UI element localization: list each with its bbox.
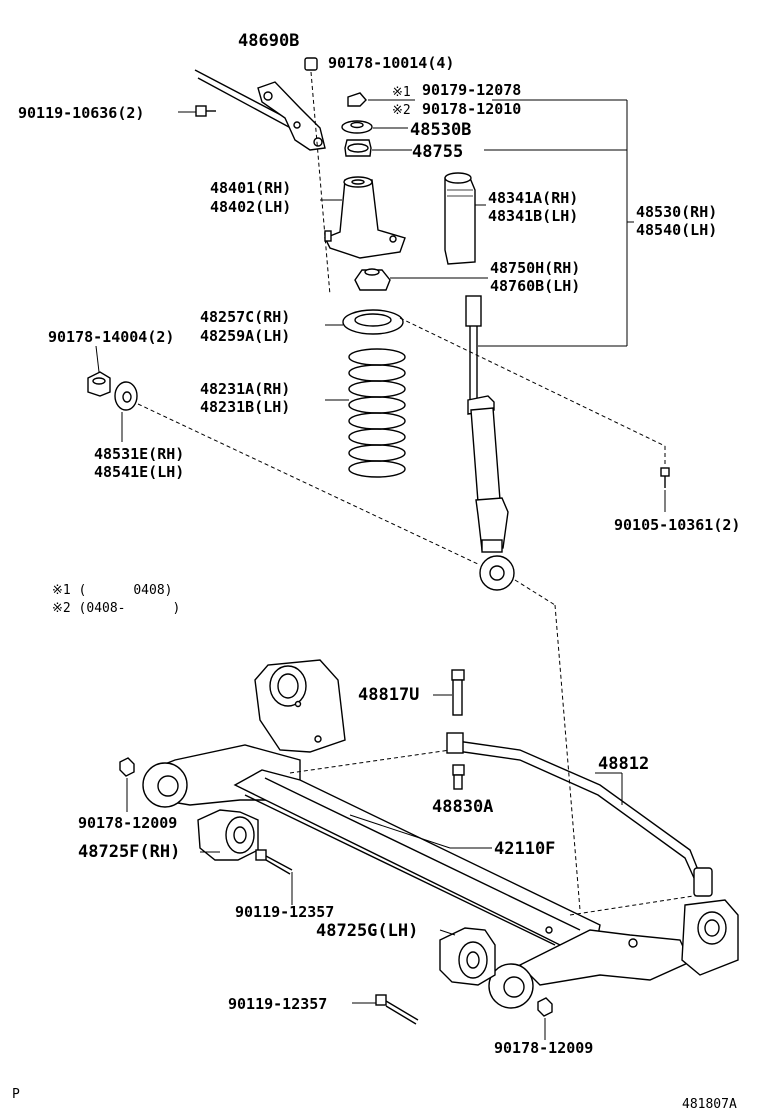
bolt-48817u (433, 669, 465, 716)
label-90119-12357-upper: 90119-12357 (235, 903, 334, 921)
corner-code-right: 481807A (682, 1097, 737, 1112)
label-48402: 48402(LH) (210, 198, 291, 216)
label-48817u: 48817U (358, 685, 419, 705)
nut-90178-12009-right (537, 997, 553, 1040)
bolt-48830a (452, 764, 465, 790)
coil-spring-48231 (325, 348, 406, 478)
label-90105-10361: 90105-10361(2) (614, 516, 740, 534)
upper-nut (347, 92, 380, 107)
nut-90178-10014 (304, 57, 331, 296)
bolt-90105-10361 (399, 317, 670, 512)
label-48231a: 48231A(RH) (200, 380, 290, 398)
mark-2: ※2 (392, 103, 411, 118)
note-2: ※2 (0408- ) (52, 601, 180, 616)
label-90178-12009-left: 90178-12009 (78, 814, 177, 832)
label-48531e: 48531E(RH) (94, 445, 184, 463)
label-48530: 48530(RH) (636, 203, 717, 221)
label-48401: 48401(RH) (210, 179, 291, 197)
label-90178-12009-right: 90178-12009 (494, 1039, 593, 1057)
note-1: ※1 ( 0408) (52, 583, 172, 598)
shock-absorber (465, 295, 581, 911)
label-48259a: 48259A(LH) (200, 327, 290, 345)
label-48540: 48540(LH) (636, 221, 717, 239)
bushing-48725f (197, 809, 259, 861)
nut-90178-14004 (87, 345, 111, 397)
label-48830a: 48830A (432, 797, 493, 817)
bolt-90119-10636 (178, 105, 216, 117)
label-48530b: 48530B (410, 120, 471, 140)
label-48541e: 48541E(LH) (94, 463, 184, 481)
bolt-90119-12357-upper (255, 849, 293, 905)
label-48725f: 48725F(RH) (78, 842, 180, 862)
label-48755: 48755 (412, 142, 463, 162)
bushing-48725g (439, 927, 496, 986)
label-48725g: 48725G(LH) (316, 921, 418, 941)
label-48690b: 48690B (238, 31, 299, 51)
label-90119-10636: 90119-10636(2) (18, 104, 144, 122)
label-90178-10014: 90178-10014(4) (328, 54, 454, 72)
mark-1: ※1 (392, 85, 411, 100)
label-90178-12010: 90178-12010 (422, 100, 521, 118)
label-90178-14004: 90178-14004(2) (48, 328, 174, 346)
washer-48530b (341, 120, 408, 134)
bracket-48690b (194, 69, 326, 151)
label-48750h: 48750H(RH) (490, 259, 580, 277)
bushing-48755 (344, 139, 412, 157)
bolt-90119-12357-lower (352, 994, 419, 1025)
label-48341a: 48341A(RH) (488, 189, 578, 207)
label-48760b: 48760B(LH) (490, 277, 580, 295)
label-42110f: 42110F (494, 839, 555, 859)
axle-beam-42110f (142, 659, 739, 1009)
label-90179-12078: 90179-12078 (422, 81, 521, 99)
nut-90178-12009-left (119, 757, 135, 812)
bump-stopper-48750h (354, 268, 488, 291)
label-48341b: 48341B(LH) (488, 207, 578, 225)
shock-mount-48401 (320, 176, 406, 259)
label-48812: 48812 (598, 754, 649, 774)
insulator-48531e (114, 381, 481, 566)
stabilizer-bar-48812 (446, 732, 713, 897)
dust-boot-48341 (444, 172, 486, 265)
label-48231b: 48231B(LH) (200, 398, 290, 416)
corner-code-left: P (12, 1087, 20, 1102)
spring-seat-48257c (325, 309, 404, 335)
label-90119-12357-lower: 90119-12357 (228, 995, 327, 1013)
assembly-bracket-48530 (380, 99, 634, 347)
label-48257c: 48257C(RH) (200, 308, 290, 326)
